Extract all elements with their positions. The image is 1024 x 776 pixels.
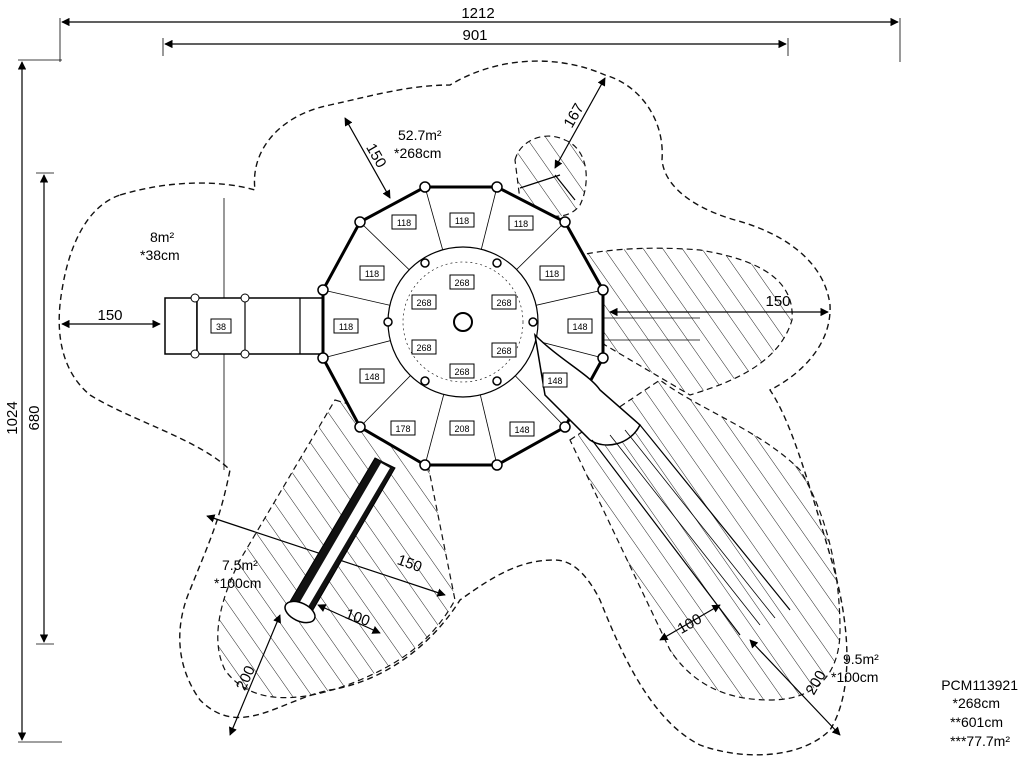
center-label: 268 — [454, 278, 469, 288]
zone-left-area: 8m² — [150, 229, 174, 245]
right-slide — [591, 424, 791, 636]
slide-zone-right — [569, 379, 841, 701]
zone-slide-left-area: 7.5m² — [222, 557, 258, 573]
dim-top-right-clearance: 167 — [560, 101, 587, 131]
panel-labels: 118 118 118 118 118 118 148 148 148 178 … — [210, 212, 593, 437]
dim-right-clearance: 150 — [765, 293, 790, 310]
central-pole — [453, 312, 473, 332]
dim-structure-width: 901 — [462, 27, 487, 44]
panel-label: 148 — [572, 322, 587, 332]
zone-slide-right-height: *100cm — [831, 669, 878, 685]
center-label: 268 — [416, 343, 431, 353]
panel-label: 118 — [397, 218, 411, 228]
panel-label: 208 — [454, 424, 469, 434]
zone-left-height: *38cm — [140, 247, 180, 263]
panel-label: 148 — [514, 425, 529, 435]
panel-label: 118 — [455, 216, 469, 226]
product-code: PCM113921 — [941, 677, 1018, 693]
zone-slide-right-area: 9.5m² — [843, 651, 879, 667]
panel-label: 118 — [514, 219, 528, 229]
dim-overall-height: 1024 — [4, 401, 21, 434]
panel-label: 178 — [395, 424, 410, 434]
center-label: 268 — [416, 298, 431, 308]
panel-label: 118 — [365, 269, 379, 279]
panel-label: 38 — [216, 322, 226, 332]
dim-left-clearance: 150 — [97, 307, 122, 324]
dim-top-clearance: 150 — [362, 141, 389, 171]
left-step-platform — [164, 297, 198, 355]
panel-label: 148 — [364, 372, 379, 382]
product-area: ***77.7m² — [950, 733, 1010, 749]
panel-label: 118 — [339, 322, 353, 332]
product-height: *268cm — [953, 695, 1000, 711]
zone-slide-left-height: *100cm — [214, 575, 261, 591]
center-label: 268 — [496, 346, 511, 356]
zone-main-area: 52.7m² — [398, 127, 442, 143]
panel-label: 148 — [547, 376, 562, 386]
panel-label: 118 — [545, 269, 559, 279]
dim-structure-height: 680 — [26, 405, 43, 430]
product-length: **601cm — [950, 714, 1003, 730]
dim-overall-width: 1212 — [461, 5, 494, 22]
safety-zone-outline — [58, 60, 848, 756]
center-label: 268 — [454, 367, 469, 377]
center-label: 268 — [496, 298, 511, 308]
zone-main-height: *268cm — [394, 145, 441, 161]
